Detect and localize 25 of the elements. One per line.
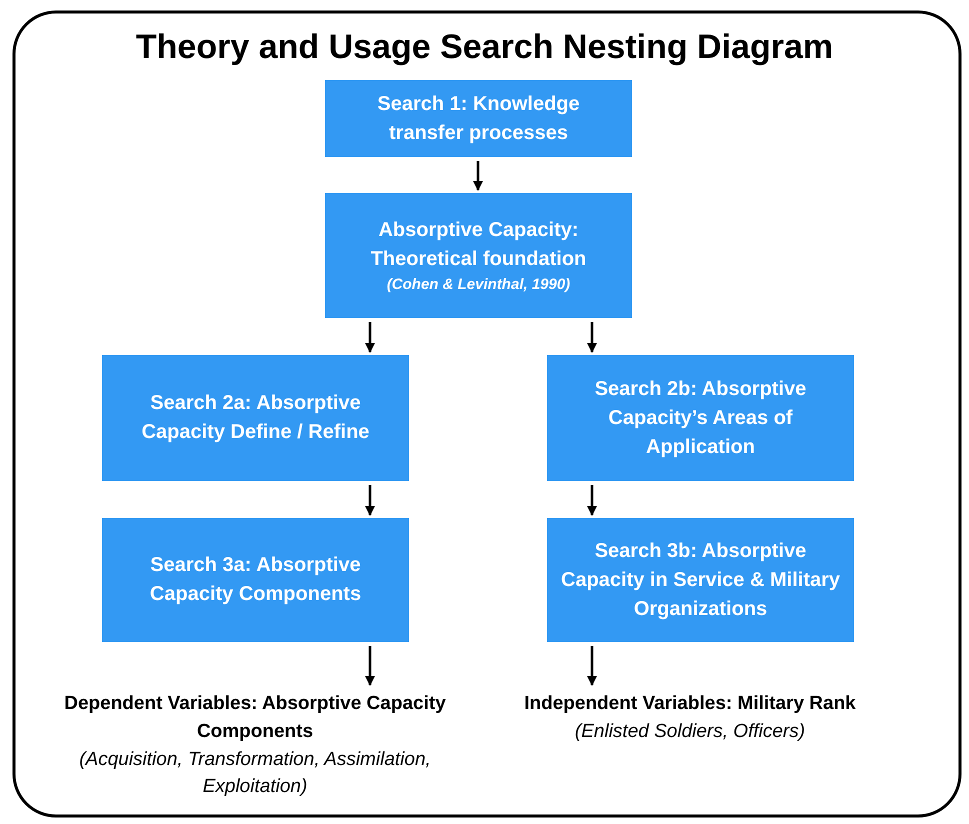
arrow	[365, 322, 375, 353]
variable-heading: Dependent Variables: Absorptive Capacity Components	[63, 692, 447, 744]
box-label: Absorptive Capacity: Theoretical foundation	[370, 218, 588, 272]
process-box	[102, 518, 409, 642]
process-box	[325, 193, 632, 318]
box-label: Search 2a: Absorptive Capacity Define / Refine	[140, 391, 370, 445]
arrow	[365, 485, 375, 516]
arrow	[587, 322, 597, 353]
box-label: Search 1: Knowledge transfer processes	[376, 92, 581, 146]
process-box	[102, 355, 409, 481]
box-label: Search 2b: Absorptive Capacity’s Areas of Application	[594, 376, 808, 460]
process-box	[325, 80, 632, 157]
box-label: Search 3a: Absorptive Capacity Components	[148, 553, 362, 607]
box-label: Search 3b: Absorptive Capacity in Service & Military Organizations	[561, 538, 840, 622]
variable-heading: Independent Variables: Military Rank	[524, 692, 856, 716]
arrow	[365, 646, 375, 686]
variable-list: (Enlisted Soldiers, Officers)	[574, 718, 806, 744]
citation: (Cohen & Levinthal, 1990)	[386, 274, 570, 294]
arrow	[587, 485, 597, 516]
diagram-title: Theory and Usage Search Nesting Diagram	[134, 28, 834, 67]
process-box	[547, 355, 854, 481]
process-box	[547, 518, 854, 642]
arrow	[473, 161, 483, 191]
arrow	[587, 646, 597, 686]
variable-list: (Acquisition, Transformation, Assimilation, Exploitation)	[50, 746, 460, 800]
